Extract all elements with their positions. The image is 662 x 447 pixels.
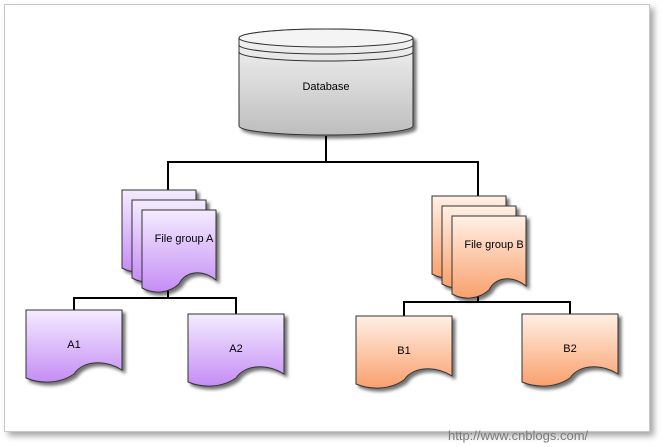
file-group-a-label: File group A <box>155 233 214 245</box>
watermark-text: http://www.cnblogs.com/ <box>448 428 589 443</box>
file-group-b-node: File group B <box>431 195 527 299</box>
file-group-a-sheet-3 <box>141 209 217 293</box>
file-group-b-label: File group B <box>464 239 523 251</box>
file-a1-label: A1 <box>67 339 80 351</box>
file-a2-shape <box>187 313 285 387</box>
file-a1-node: A1 <box>25 309 123 383</box>
file-group-a-node: File group A <box>121 189 217 293</box>
file-group-b-sheet-3 <box>451 215 527 299</box>
file-a2-label: A2 <box>229 343 242 355</box>
file-b2-node: B2 <box>521 313 619 387</box>
database-ring-2 <box>238 51 414 62</box>
file-b1-shape <box>355 315 453 389</box>
database-ring-1 <box>238 44 414 55</box>
database-cylinder-top <box>238 28 414 48</box>
connector-db-to-group-b <box>326 161 479 196</box>
file-b1-node: B1 <box>355 315 453 389</box>
file-a2-node: A2 <box>187 313 285 387</box>
file-b2-label: B2 <box>563 343 576 355</box>
connector-group-a-to-a2 <box>168 297 237 314</box>
connector-group-b-to-b2 <box>478 301 571 314</box>
file-b1-label: B1 <box>397 345 410 357</box>
database-label: Database <box>302 81 349 93</box>
file-b2-shape <box>521 313 619 387</box>
connector-db-to-group-a <box>167 136 327 192</box>
file-a1-shape <box>25 309 123 383</box>
database-node: Database <box>238 28 414 136</box>
